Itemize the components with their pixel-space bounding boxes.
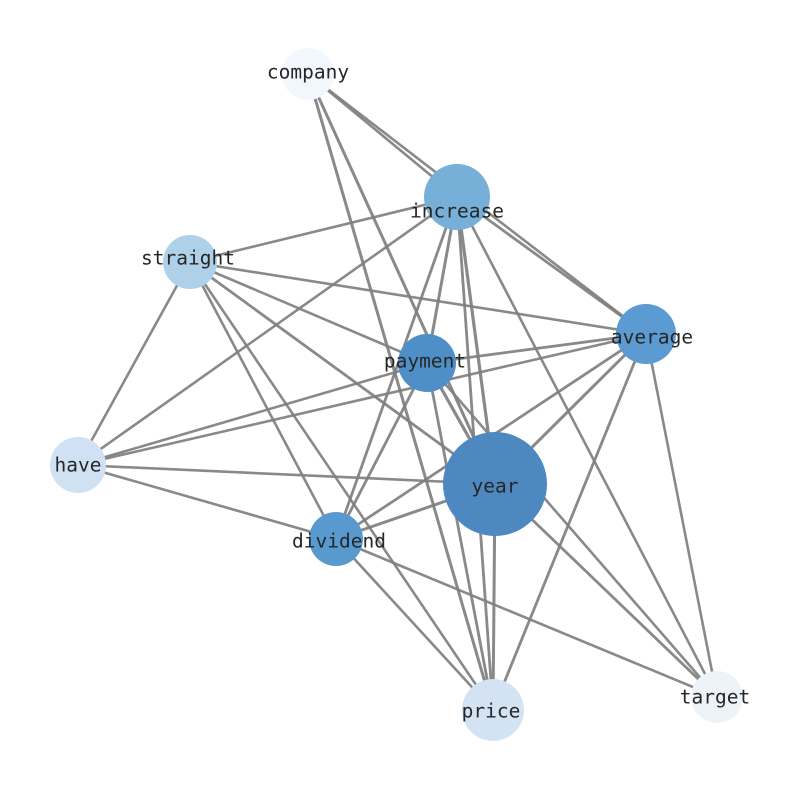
- graph-edge-straight-dividend: [188, 260, 338, 541]
- graph-edge-straight-price: [188, 260, 495, 712]
- graph-node-straight[interactable]: [163, 235, 217, 289]
- graph-node-increase[interactable]: [424, 164, 490, 230]
- graph-edge-increase-straight: [188, 195, 459, 264]
- graph-edge-straight-payment: [188, 260, 429, 365]
- graph-node-label-price: price: [462, 700, 521, 723]
- graph-edge-average-payment: [425, 332, 648, 365]
- graph-edge-increase-have: [76, 195, 459, 467]
- graph-node-price[interactable]: [462, 679, 524, 741]
- graph-edge-average-price: [491, 332, 648, 712]
- graph-node-target[interactable]: [691, 671, 743, 723]
- graph-edge-average-target: [644, 332, 719, 699]
- graph-edge-dividend-target: [334, 537, 719, 699]
- graph-node-label-company: company: [267, 61, 349, 84]
- graph-node-label-payment: payment: [384, 350, 466, 373]
- node-layer: [50, 48, 743, 741]
- graph-edge-straight-average: [188, 260, 648, 336]
- graph-edge-increase-dividend: [334, 195, 459, 541]
- graph-node-label-average: average: [611, 326, 693, 349]
- graph-node-have[interactable]: [50, 437, 106, 493]
- graph-edge-payment-have: [76, 361, 429, 467]
- graph-node-average[interactable]: [616, 304, 676, 364]
- graph-node-label-have: have: [55, 454, 102, 477]
- graph-node-label-increase: increase: [410, 200, 504, 223]
- graph-node-year[interactable]: [443, 432, 547, 536]
- graph-edge-increase-target: [455, 195, 719, 699]
- graph-edge-payment-dividend: [334, 361, 429, 541]
- graph-node-label-target: target: [680, 686, 750, 709]
- graph-node-company[interactable]: [282, 48, 334, 100]
- graph-node-dividend[interactable]: [309, 512, 363, 566]
- graph-edge-company-price: [306, 72, 495, 712]
- graph-node-payment[interactable]: [398, 334, 456, 392]
- graph-edge-company-year: [306, 72, 497, 486]
- graph-edge-payment-price: [425, 361, 495, 712]
- graph-edge-average-have: [76, 332, 648, 467]
- graph-edge-increase-average: [455, 195, 648, 336]
- graph-edge-have-year: [76, 463, 497, 486]
- graph-node-label-dividend: dividend: [292, 530, 386, 553]
- graph-node-label-straight: straight: [141, 247, 235, 270]
- graph-edge-payment-target: [425, 361, 719, 699]
- graph-edge-dividend-price: [334, 537, 495, 712]
- graph-edge-straight-have: [76, 260, 192, 467]
- graph-edge-have-dividend: [76, 463, 338, 541]
- graph-node-label-year: year: [472, 475, 519, 498]
- edge-layer: [76, 72, 719, 712]
- label-layer: company increase straight average payment hav…: [55, 61, 751, 723]
